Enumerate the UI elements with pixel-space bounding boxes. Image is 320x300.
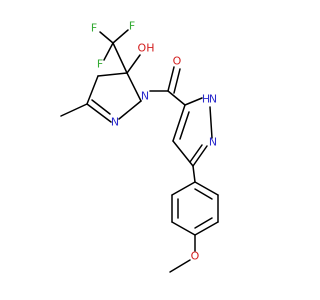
atom-pyrazole-n2: N xyxy=(209,136,217,149)
atom-pyrazole-nh-h: H xyxy=(202,93,210,106)
bond-c5-oh xyxy=(126,54,141,74)
bond-cf3-f1 xyxy=(99,31,114,44)
structure-drawing: F F F OH O N N H N N O xyxy=(60,20,219,273)
bond-co xyxy=(167,66,175,92)
bond-n2p-c3p xyxy=(192,145,208,167)
bond-c3-methyl xyxy=(60,103,88,117)
bond-ph-3 xyxy=(171,221,196,236)
bond-ph-6-double xyxy=(194,188,213,200)
bond-cf3-f3 xyxy=(112,29,129,44)
bond-c3p-c4p xyxy=(172,140,194,167)
bond-c4p-c5p-double xyxy=(179,111,190,140)
bond-co-double xyxy=(173,68,181,94)
bond-nh-n2p xyxy=(209,106,213,139)
bond-c3-n2-double xyxy=(91,99,111,115)
bond-c5p-nh xyxy=(184,97,203,106)
atom-methoxy-oxygen: O xyxy=(191,250,200,263)
molecule-canvas: F F F OH O N N H N N O xyxy=(60,20,219,273)
atom-n1-pyrazoline: N xyxy=(141,90,149,103)
atom-carbonyl-oxygen: O xyxy=(173,55,182,68)
bond-n2-n1 xyxy=(118,100,142,120)
atom-hydroxyl: OH xyxy=(138,42,155,55)
bond-cf3-c5 xyxy=(112,42,128,74)
atom-f2: F xyxy=(97,58,103,71)
bond-n2p-c3p-double xyxy=(189,144,203,163)
bond-cf3-f2 xyxy=(103,42,114,61)
bond-c4p-c5p xyxy=(172,104,186,142)
bond-c4-c3 xyxy=(86,75,99,105)
bond-ph-4-double xyxy=(194,217,213,229)
atom-f1: F xyxy=(91,22,97,35)
bond-ph-6 xyxy=(194,181,219,196)
bond-n1-c5 xyxy=(126,72,142,102)
bond-c5-c4 xyxy=(97,72,128,77)
atom-pyrazole-nh-n: N xyxy=(209,93,217,106)
bond-ph-4 xyxy=(194,221,219,236)
atom-n2-pyrazoline: N xyxy=(111,116,119,129)
bond-carbonyl-pyrazole xyxy=(167,90,186,106)
atom-f3: F xyxy=(129,20,135,33)
bond-c3-n2 xyxy=(86,103,112,123)
bond-o-ch3 xyxy=(169,259,191,273)
bond-pyrazole-phenyl xyxy=(192,165,196,183)
bond-ph-1 xyxy=(171,181,196,196)
